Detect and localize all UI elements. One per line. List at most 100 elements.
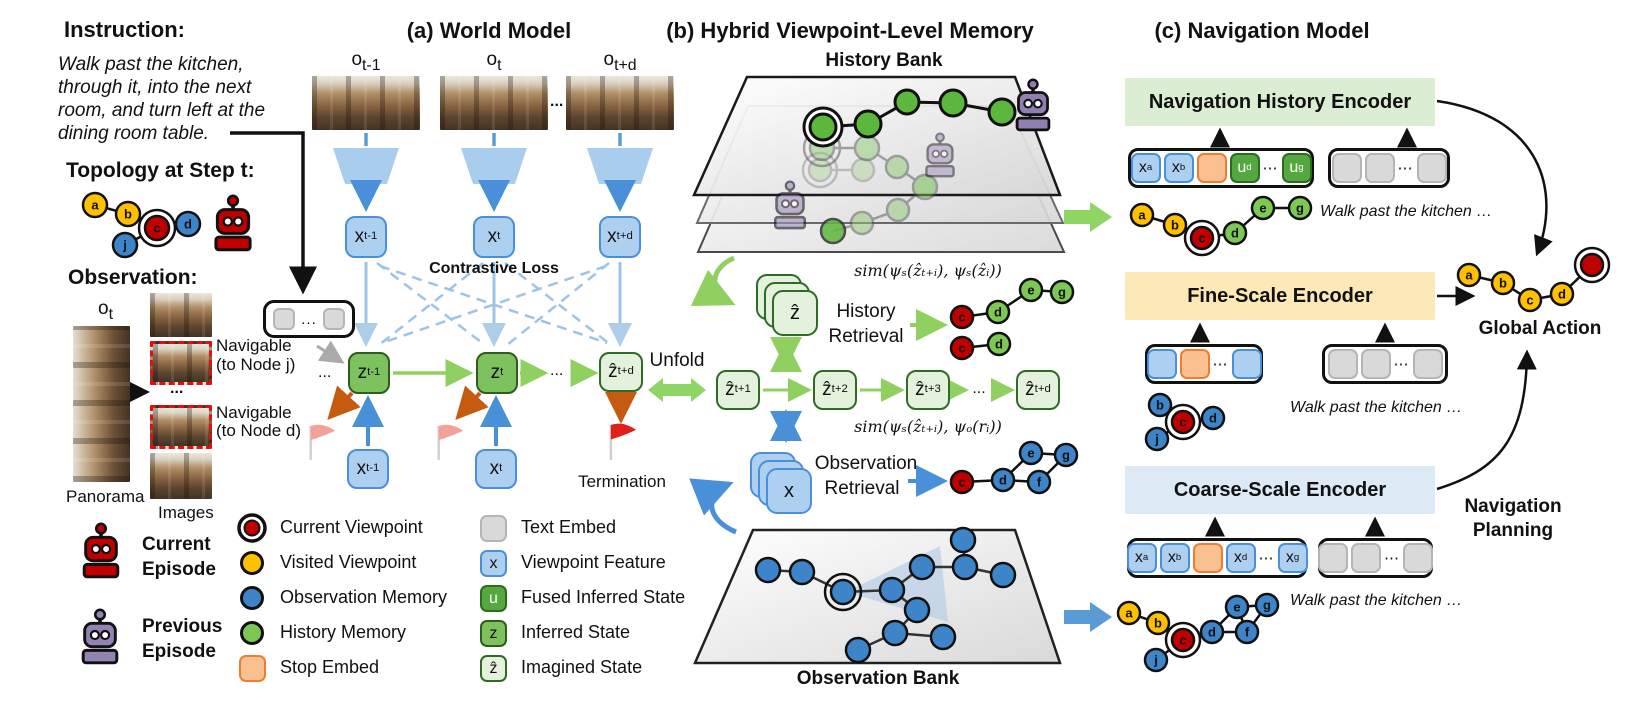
instruction-heading: Instruction: — [64, 17, 185, 42]
text-embed-icon — [480, 515, 507, 542]
legend-viewpoint-feature: Viewpoint Feature — [521, 552, 666, 572]
instruction-text: Walk past the kitchen,through it, into t… — [58, 54, 266, 144]
previous-episode-icon — [81, 608, 119, 665]
svg-text:a: a — [91, 198, 99, 213]
svg-text:j: j — [122, 238, 127, 253]
current-episode-label2: Episode — [142, 559, 216, 580]
instruction-snippet-2: Walk past the kitchen … — [1290, 399, 1463, 416]
sim-history-formula: sim(ψₛ(ẑₜ₊ᵢ), ψₛ(ẑᵢ)) — [854, 261, 1002, 280]
obs-dots: ... — [550, 93, 564, 110]
navigable-d-label: Navigable — [216, 403, 292, 422]
svg-text:b: b — [1154, 616, 1162, 631]
stop-flag-faded-icon — [437, 423, 465, 462]
z-row-dots-left: ... — [318, 364, 332, 381]
svg-text:d: d — [1209, 411, 1217, 426]
observation-heading: Observation: — [68, 266, 198, 289]
previous-episode-label2: Episode — [142, 641, 216, 662]
history-bank-planes — [692, 75, 1066, 253]
navigable-image-node-d — [150, 405, 212, 449]
svg-text:e: e — [1259, 201, 1266, 216]
svg-text:j: j — [1153, 653, 1158, 668]
token-stop-embed — [1192, 543, 1223, 573]
svg-text:d: d — [999, 473, 1007, 488]
panel-a-title: (a) World Model — [406, 18, 572, 43]
history-bank-to-zhat-arrow — [690, 255, 736, 306]
svg-text:c: c — [1526, 293, 1533, 308]
navigable-d-label2: (to Node d) — [216, 421, 302, 440]
viewpoint-feature-icon: x — [480, 550, 507, 577]
legend-current-viewpoint: Current Viewpoint — [280, 517, 423, 537]
svg-text:c: c — [958, 341, 965, 356]
svg-text:d: d — [995, 337, 1003, 352]
panorama-caption: Panorama — [66, 487, 145, 506]
contrastive-loss-web — [354, 262, 632, 347]
svg-text:a: a — [1125, 606, 1133, 621]
panel-c-title: (c) Navigation Model — [1154, 18, 1370, 43]
unfold-row-dots: ... — [972, 380, 986, 397]
navigation-planning-label: Navigation — [1464, 496, 1562, 517]
fine-text-token-bar: ⋯ — [1322, 344, 1448, 384]
svg-text:e: e — [1027, 446, 1034, 461]
svg-text:b: b — [1499, 276, 1507, 291]
x-stack-front: x — [766, 468, 812, 514]
termination-flag-icon — [609, 422, 638, 462]
encoder-input-arrows — [1190, 127, 1417, 537]
zhat-stack-front: ẑ — [772, 290, 818, 336]
navigation-planning-label2: Planning — [1472, 520, 1554, 541]
svg-text:g: g — [1296, 201, 1304, 216]
legend-visited-viewpoint: Visited Viewpoint — [280, 552, 417, 572]
world-model-encoders — [333, 133, 653, 212]
svg-text:g: g — [1062, 448, 1070, 463]
svg-text:d: d — [1231, 226, 1239, 241]
memory-to-coarse-encoder-arrow — [1064, 602, 1112, 632]
observation-bank-label: Observation Bank — [796, 668, 960, 689]
images-dots: ... — [170, 380, 184, 397]
observation-bank-plane — [693, 526, 1062, 665]
text-embed-box: ... — [263, 300, 355, 338]
stop-embed-icon — [239, 655, 266, 682]
latent-transition-arrows — [316, 340, 637, 446]
instruction-snippet-3: Walk past the kitchen … — [1290, 592, 1463, 609]
navigable-j-label: Navigable — [216, 336, 292, 355]
svg-text:e: e — [1027, 283, 1034, 298]
observation-bank-to-x-arrow — [689, 478, 738, 535]
legend-observation-memory: Observation Memory — [280, 587, 448, 607]
coarse-scale-encoder: Coarse-Scale Encoder — [1125, 466, 1435, 514]
fused-inferred-state-icon: u — [480, 585, 507, 612]
imagined-state-icon: ẑ — [480, 655, 507, 682]
topology-heading: Topology at Step t: — [66, 159, 255, 182]
history-bank-current-path — [802, 88, 1017, 148]
svg-text:f: f — [1037, 475, 1042, 490]
svg-text:g: g — [1058, 285, 1066, 300]
stop-flag-faded-icon — [309, 423, 337, 462]
current-episode-robot-icon — [213, 194, 253, 252]
text-embed-token — [273, 308, 296, 330]
svg-text:a: a — [1465, 268, 1473, 283]
observation-token-label: ot — [98, 298, 113, 323]
graph-observation-retrieval: c d e g f — [949, 440, 1079, 495]
svg-text:c: c — [958, 475, 965, 490]
svg-text:c: c — [1179, 415, 1186, 430]
svg-text:g: g — [1263, 598, 1271, 613]
legend-text-embed: Text Embed — [521, 517, 617, 537]
images-caption: Images — [158, 503, 214, 522]
